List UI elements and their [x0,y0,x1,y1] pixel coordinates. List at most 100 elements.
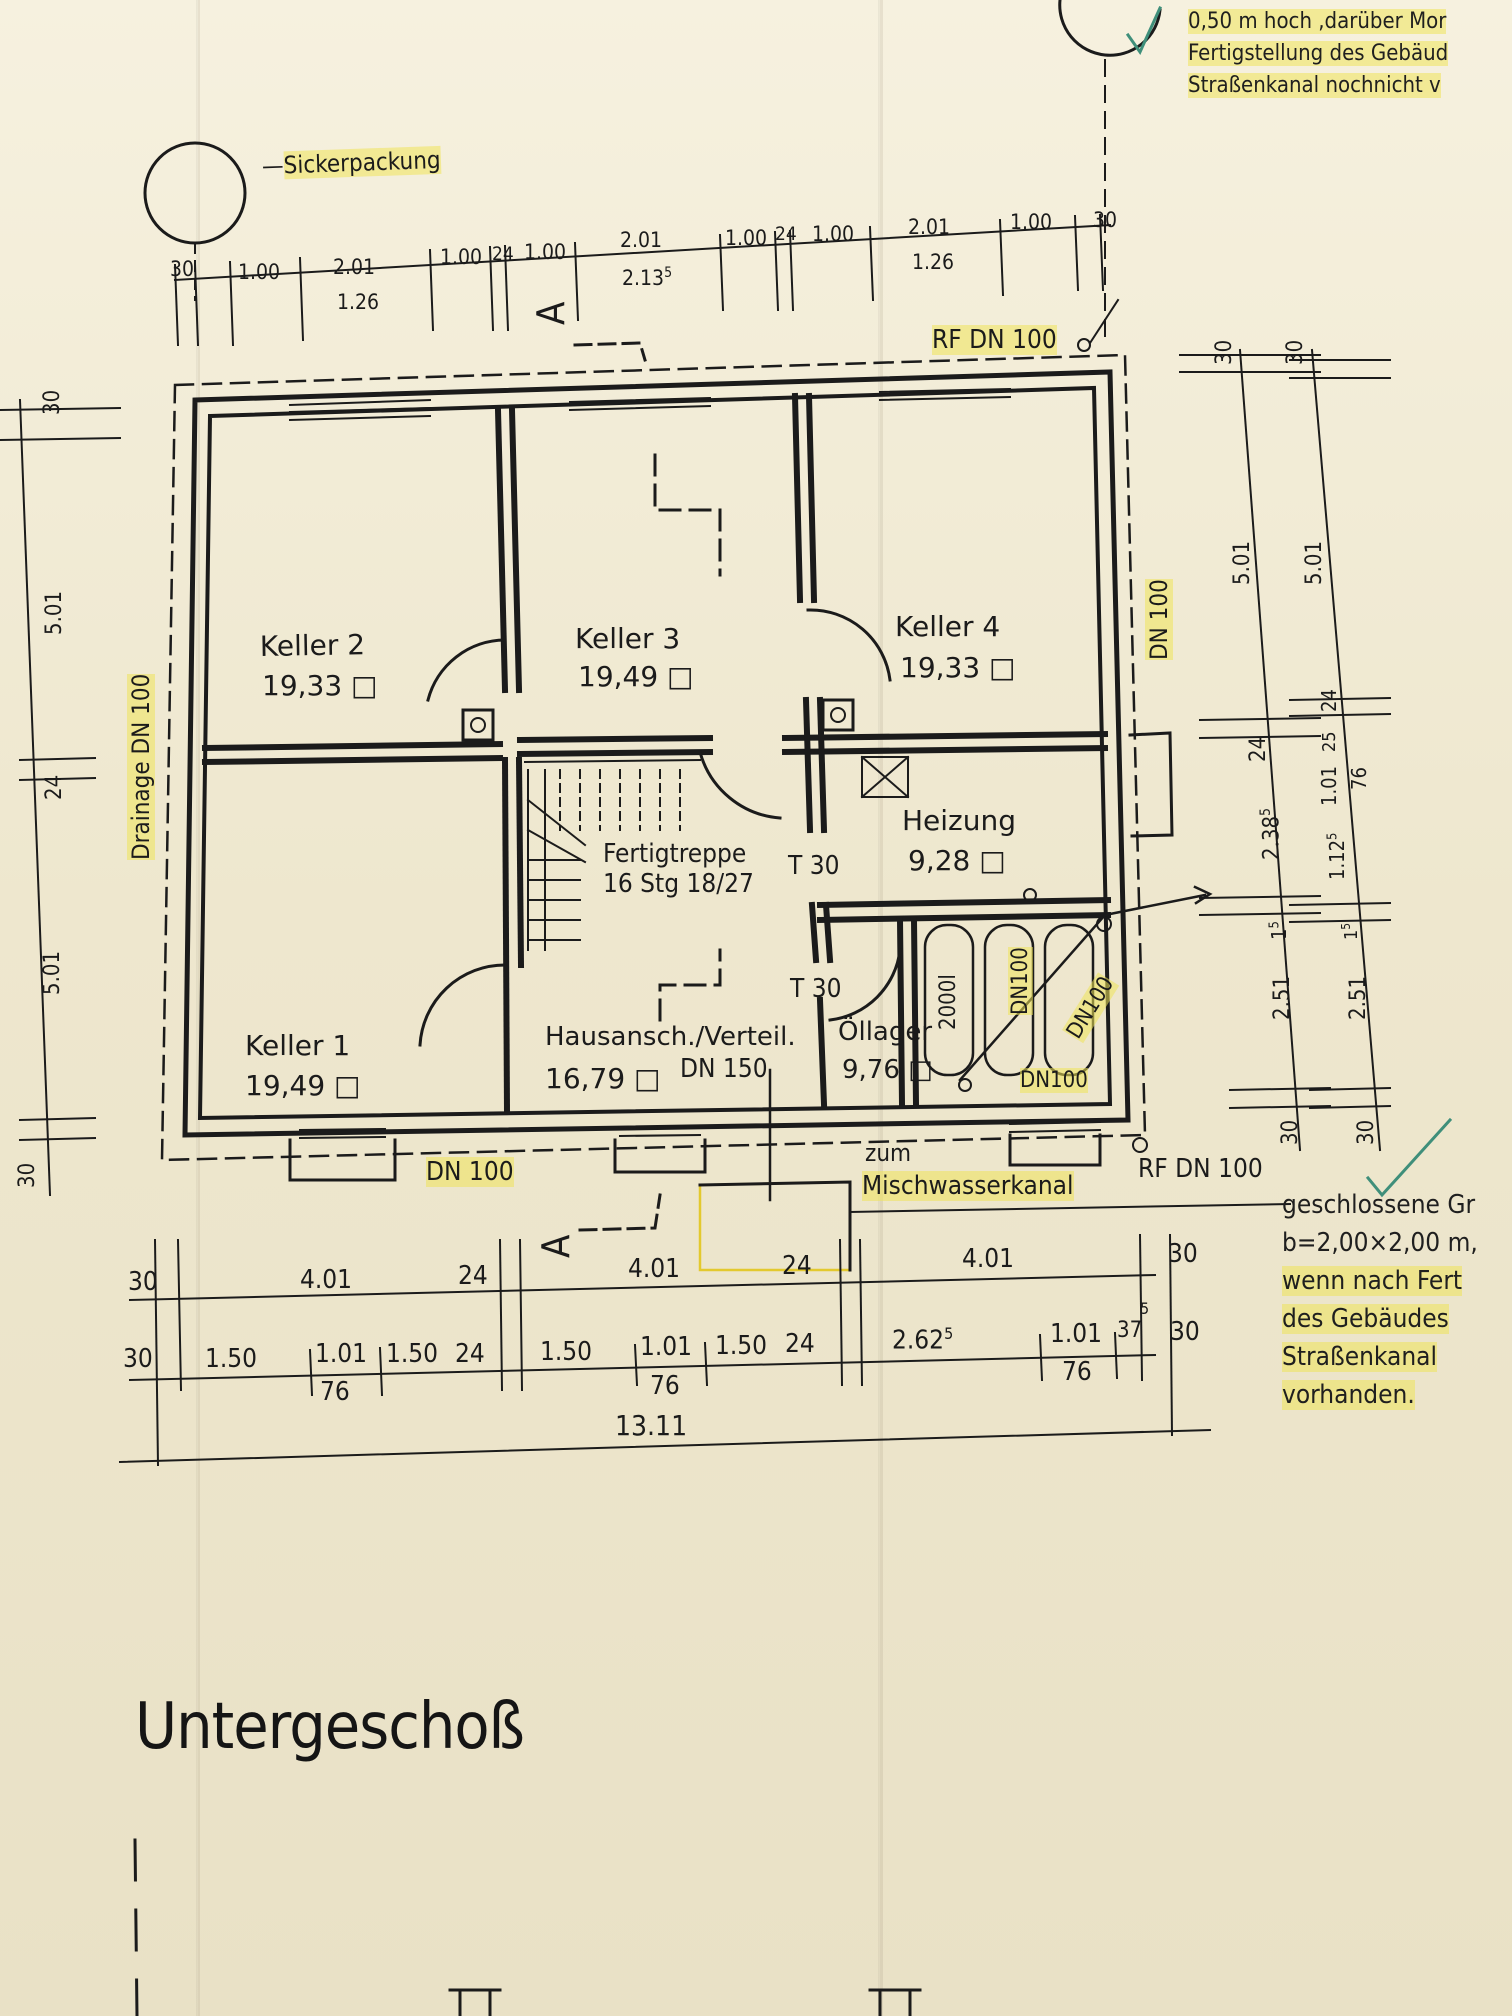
dim-label: 1.00 [812,222,855,246]
dim-label: 24 [42,774,67,800]
room-name: Keller 2 [260,628,366,663]
drainage-line [160,353,1147,1162]
stair-label: Fertigtreppe 16 Stg 18/27 [603,839,754,899]
room-area: 9,28 □ [908,844,1006,877]
dim-label: 1.01 [315,1339,368,1369]
outer-wall-outer [182,369,1131,1138]
wall-heizung-bottom [816,896,1112,909]
dim-label: 24 [1317,689,1341,712]
dim-label: 2.51 [1270,975,1295,1020]
dim-label: 76 [1062,1357,1092,1387]
dn150-label: DN 150 [680,1054,768,1084]
sickerpackung-circle [143,141,247,245]
dim-label: 1.00 [1010,210,1053,234]
dim-label: 30 [40,389,65,415]
rf-label-bottom: RF DN 100 [1138,1154,1263,1184]
room-area: 19,33 □ [900,651,1016,684]
paper-fold [880,0,883,2016]
section-a-bottom: A [534,1234,578,1258]
dim-label: 1.00 [725,226,768,250]
dim-label: 2.01 [908,215,951,239]
door-rating-label: T 30 [788,851,840,881]
room-area: 16,79 □ [545,1062,661,1095]
door-oellager [828,948,902,1022]
dim-label: 2.385 [1258,807,1285,860]
dim-label: 4.01 [628,1254,681,1284]
top-note: 0,50 m hoch ,darüber Mor Fertigstellung … [1188,9,1449,98]
page-title: Untergeschoß [135,1690,525,1764]
room-area: 19,49 □ [578,660,694,693]
dim-label: 5 [1140,1299,1150,1318]
room-name: Keller 4 [895,610,1000,643]
total-width-label: 13.11 [615,1409,688,1442]
dim-label: 2.135 [622,265,673,290]
dim-label: 1.00 [524,240,567,264]
paper-fold [198,0,200,2016]
dim-label: 30 [170,257,195,281]
dim-label: 30 [1170,1317,1200,1347]
dim-label: 24 [458,1261,488,1291]
dim-label: 30 [1278,1119,1303,1145]
dim-label: 76 [1347,767,1371,790]
room-name: Keller 3 [575,622,680,655]
tank-volume-label: 2000l [936,974,961,1030]
dim-label: 4.01 [300,1265,353,1295]
dim-label: 24 [492,243,514,265]
dim-label: 15 [1267,921,1291,940]
mischwasserkanal-label: Mischwasserkanal [862,1171,1074,1201]
wall-k3-k4 [791,392,804,604]
dim-label: 24 [782,1251,812,1281]
room-area: 19,33 □ [262,669,378,702]
dim-label: 1.01 [640,1332,693,1362]
dim-label: 76 [320,1377,350,1407]
dim-label: 1.26 [912,250,955,274]
right-note: geschlossene Gr b=2,00×2,00 m, wenn nach… [1282,1190,1478,1410]
door-stair [698,750,782,820]
dim-label: 1.01 [1317,765,1341,806]
dim-label: 2.01 [333,255,376,279]
dim-label: 37 [1117,1318,1143,1343]
dim-label: 1.01 [1050,1319,1103,1349]
dim-label: 1.50 [386,1339,439,1369]
door-keller1 [418,963,507,1047]
dim-label: 30 [15,1162,40,1188]
dim-label: 1.26 [337,290,380,314]
room-name: Öllager [838,1015,932,1047]
wall-k2-k3 [494,406,509,694]
dn100-right-label: DN 100 [1145,579,1173,660]
dim-label: 24 [455,1339,485,1369]
door-keller2 [426,638,507,702]
dim-label: 5.01 [40,950,65,995]
dim-label: 4.01 [962,1244,1015,1274]
dim-label: 24 [785,1329,815,1359]
section-a-top: A [529,301,573,325]
outer-wall-inner [197,385,1113,1121]
room-labels: Keller 2 19,33 □ Keller 3 19,49 □ Keller… [245,610,1016,1102]
dim-label: 30 [1283,339,1308,365]
wall-mid-right [781,730,1109,742]
dn100-bottom-label: DN 100 [426,1157,514,1187]
dim-label: 2.625 [892,1324,954,1356]
dim-label: 5.01 [1302,540,1327,585]
dn100-tank-bottom-label: DN100 [1020,1068,1088,1093]
dim-label: 30 [128,1267,158,1297]
zum-label: zum [865,1139,912,1167]
room-name: Hausansch./Verteil. [545,1022,796,1052]
dim-label: 1.50 [715,1331,768,1361]
dim-label: 5.01 [1230,540,1255,585]
door-rating-label: T 30 [790,974,842,1004]
dn100-tank-label: DN100 [1008,947,1033,1015]
room-area: 19,49 □ [245,1069,361,1102]
dim-label: 25 [1319,731,1340,752]
dim-label: 30 [1354,1119,1379,1145]
room-name: Keller 1 [245,1029,350,1062]
dim-label: 2.51 [1346,975,1371,1020]
dim-label: 15 [1339,922,1362,940]
dim-label: 1.00 [440,245,483,269]
dim-label: 30 [1093,208,1118,232]
room-area: 9,76 □ [842,1055,933,1085]
dim-label: 24 [1246,736,1271,762]
door-keller4 [806,608,892,682]
